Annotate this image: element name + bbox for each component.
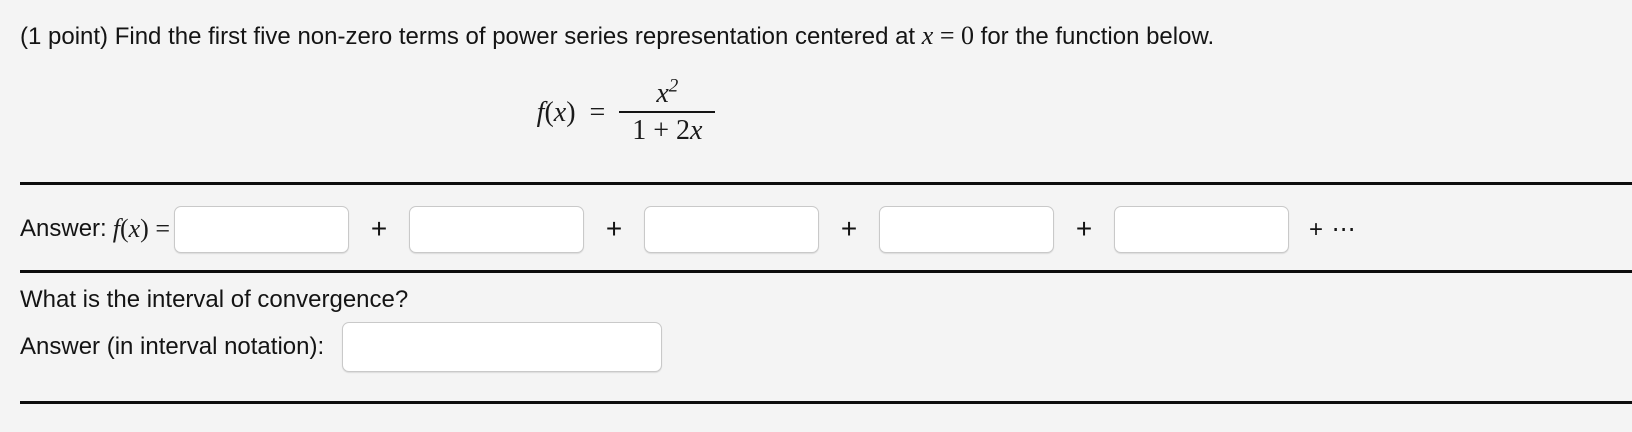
convergence-question: What is the interval of convergence? [20,286,409,313]
numerator-exponent: 2 [668,75,679,97]
inline-math-variable: x [921,21,934,50]
plus-operator-1: + [370,213,388,244]
convergence-answer-row: Answer (in interval notation): [20,322,663,372]
answer-label: Answer: [20,215,107,242]
divider-middle [20,270,1632,273]
answer-input-term-4[interactable] [879,205,1054,253]
answer-fx-open-paren: ( [119,214,129,243]
convergence-answer-label: Answer (in interval notation): [20,333,325,360]
equation-lhs: f(x) [537,97,576,129]
inline-math-value: 0 [960,21,974,50]
answer-input-term-3[interactable] [644,205,819,253]
answer-input-term-5[interactable] [1114,205,1289,253]
answer-fx-f: f [112,214,120,243]
fraction-numerator: x2 [648,77,686,111]
divider-top [20,182,1632,185]
inline-math-center-value: x = 0 [921,21,974,51]
plus-operator-2: + [605,213,623,244]
denominator-plus: + [646,115,676,146]
denominator-coefficient: 2 [676,115,690,146]
displayed-equation: f(x) = x2 1 + 2x [0,77,1632,145]
answer-fx-relation: = [148,214,170,243]
plus-operator-4: + [1075,213,1093,244]
convergence-answer-input[interactable] [342,322,663,372]
divider-bottom [20,401,1632,404]
denominator-one: 1 [632,115,647,146]
answer-fx-expression: f(x) = [113,214,170,244]
answer-fx-variable: x [128,214,141,243]
fraction-denominator: 1 + 2x [624,113,710,145]
equation-lhs-open-paren: ( [544,96,554,128]
answer-fx-close-paren: ) [140,214,149,243]
equation-lhs-close-paren: ) [566,96,576,128]
points-label: (1 point) [20,23,109,50]
answer-input-term-2[interactable] [409,205,584,253]
answer-input-term-1[interactable] [174,205,349,253]
equation-fraction: x2 1 + 2x [619,77,716,145]
fraction-bar [619,111,716,113]
trailing-ellipsis: + ⋯ [1309,215,1357,243]
denominator-variable: x [690,115,703,146]
plus-operator-3: + [840,213,858,244]
statement-text-after: for the function below. [973,23,1215,50]
equation-relation: = [589,96,606,128]
numerator-variable: x [656,78,669,109]
equation-lhs-f: f [536,96,545,128]
inline-math-relation: = [933,21,961,50]
problem-statement: (1 point) Find the first five non-zero t… [20,21,1215,51]
answer-row: Answer: f(x) = + + + + + ⋯ [20,198,1357,260]
statement-text-before: Find the first five non-zero terms of po… [108,23,922,50]
equation-lhs-variable: x [553,96,567,128]
